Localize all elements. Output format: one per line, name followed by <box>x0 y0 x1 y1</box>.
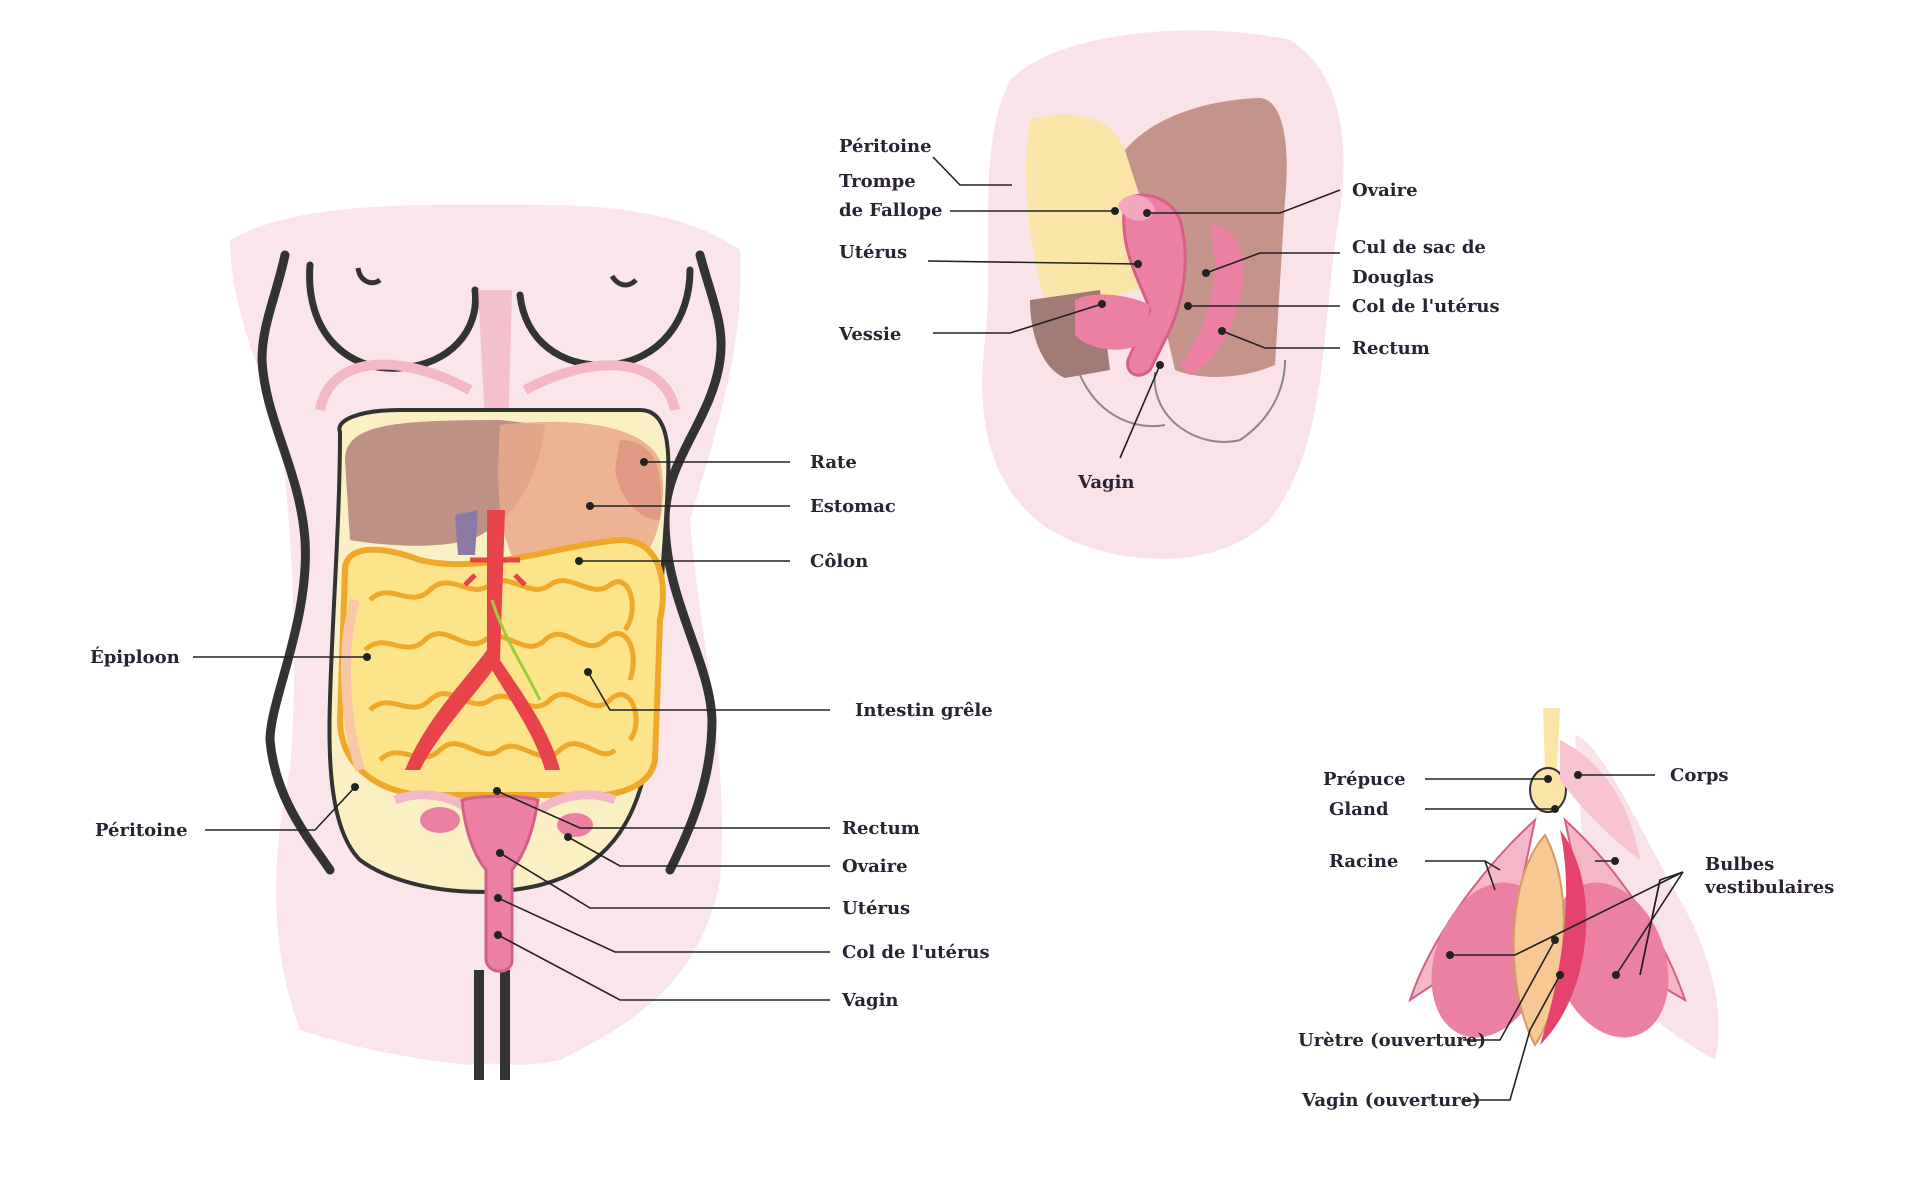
pelvis-label-trompe-2: de Fallope <box>839 200 942 221</box>
pelvis-label-vagin: Vagin <box>1077 472 1135 493</box>
torso-figure <box>230 204 741 1080</box>
pelvis-label-vessie: Vessie <box>838 324 901 345</box>
label-vagin: Vagin <box>841 990 899 1011</box>
pelvis-label-peritoine: Péritoine <box>839 136 932 157</box>
torso-ovary-left <box>420 807 460 833</box>
torso-label-group: Rate Estomac Côlon Épiploon Intestin grê… <box>90 452 993 1011</box>
label-ovaire: Ovaire <box>842 856 908 877</box>
right-leg-line <box>500 970 510 1080</box>
esophagus <box>478 290 512 440</box>
label-rate: Rate <box>810 452 857 473</box>
pelvis-label-douglas-2: Douglas <box>1352 267 1434 288</box>
right-nipple <box>609 274 638 288</box>
pelvis-rectum <box>1180 225 1244 375</box>
pelvis-bladder <box>1075 294 1150 350</box>
torso-left-outline <box>257 250 335 875</box>
spleen <box>615 440 662 520</box>
clit-label-gland: Gland <box>1329 799 1389 820</box>
label-epiploon: Épiploon <box>90 645 180 668</box>
pelvis-legs <box>1079 359 1286 443</box>
label-peritoine: Péritoine <box>95 820 188 841</box>
clit-label-bulbes-1: Bulbes <box>1705 854 1774 875</box>
torso-reproductive <box>393 790 617 973</box>
pelvis-label-trompe-1: Trompe <box>839 171 916 192</box>
label-intestin-grele: Intestin grêle <box>855 700 993 721</box>
label-rectum: Rectum <box>842 818 920 839</box>
rib-outline <box>315 359 680 412</box>
clitoris-body <box>1560 740 1640 860</box>
clit-label-uretre: Urètre (ouverture) <box>1298 1030 1486 1051</box>
clitoris-figure <box>1408 708 1719 1060</box>
label-uterus: Utérus <box>842 898 910 919</box>
pelvis-label-uterus: Utérus <box>839 242 907 263</box>
pelvis-label-group: Péritoine Trompe de Fallope Utérus Vessi… <box>838 136 1500 493</box>
left-nipple <box>355 267 382 286</box>
clitoris-label-group: Prépuce Gland Racine Corps Bulbes vestib… <box>1298 765 1834 1111</box>
gallbladder <box>455 510 478 555</box>
vulva-right-lip <box>1540 830 1587 1045</box>
label-colon: Côlon <box>810 551 868 572</box>
clitoris-shaft <box>1543 708 1560 770</box>
clit-label-bulbes-2: vestibulaires <box>1704 877 1834 898</box>
torso-uterus <box>460 794 540 973</box>
pelvis-leaders <box>927 156 1341 459</box>
clit-label-vagin: Vagin (ouverture) <box>1301 1090 1481 1111</box>
clit-label-corps: Corps <box>1670 765 1729 786</box>
label-col-uterus: Col de l'utérus <box>842 942 990 963</box>
left-leg-line <box>474 970 484 1080</box>
label-estomac: Estomac <box>810 496 896 517</box>
clit-label-racine: Racine <box>1329 851 1398 872</box>
aorta <box>405 510 560 770</box>
pelvis-label-douglas-1: Cul de sac de <box>1352 237 1486 258</box>
pelvis-uterus <box>1122 193 1187 377</box>
torso-leaders <box>193 458 830 1001</box>
clit-label-prepuce: Prépuce <box>1323 769 1406 790</box>
pelvis-figure <box>982 30 1344 559</box>
clitoris-leaders <box>1425 771 1684 1101</box>
pelvis-label-ovaire: Ovaire <box>1352 180 1418 201</box>
pelvis-label-col: Col de l'utérus <box>1352 296 1500 317</box>
pelvis-label-rectum: Rectum <box>1352 338 1430 359</box>
